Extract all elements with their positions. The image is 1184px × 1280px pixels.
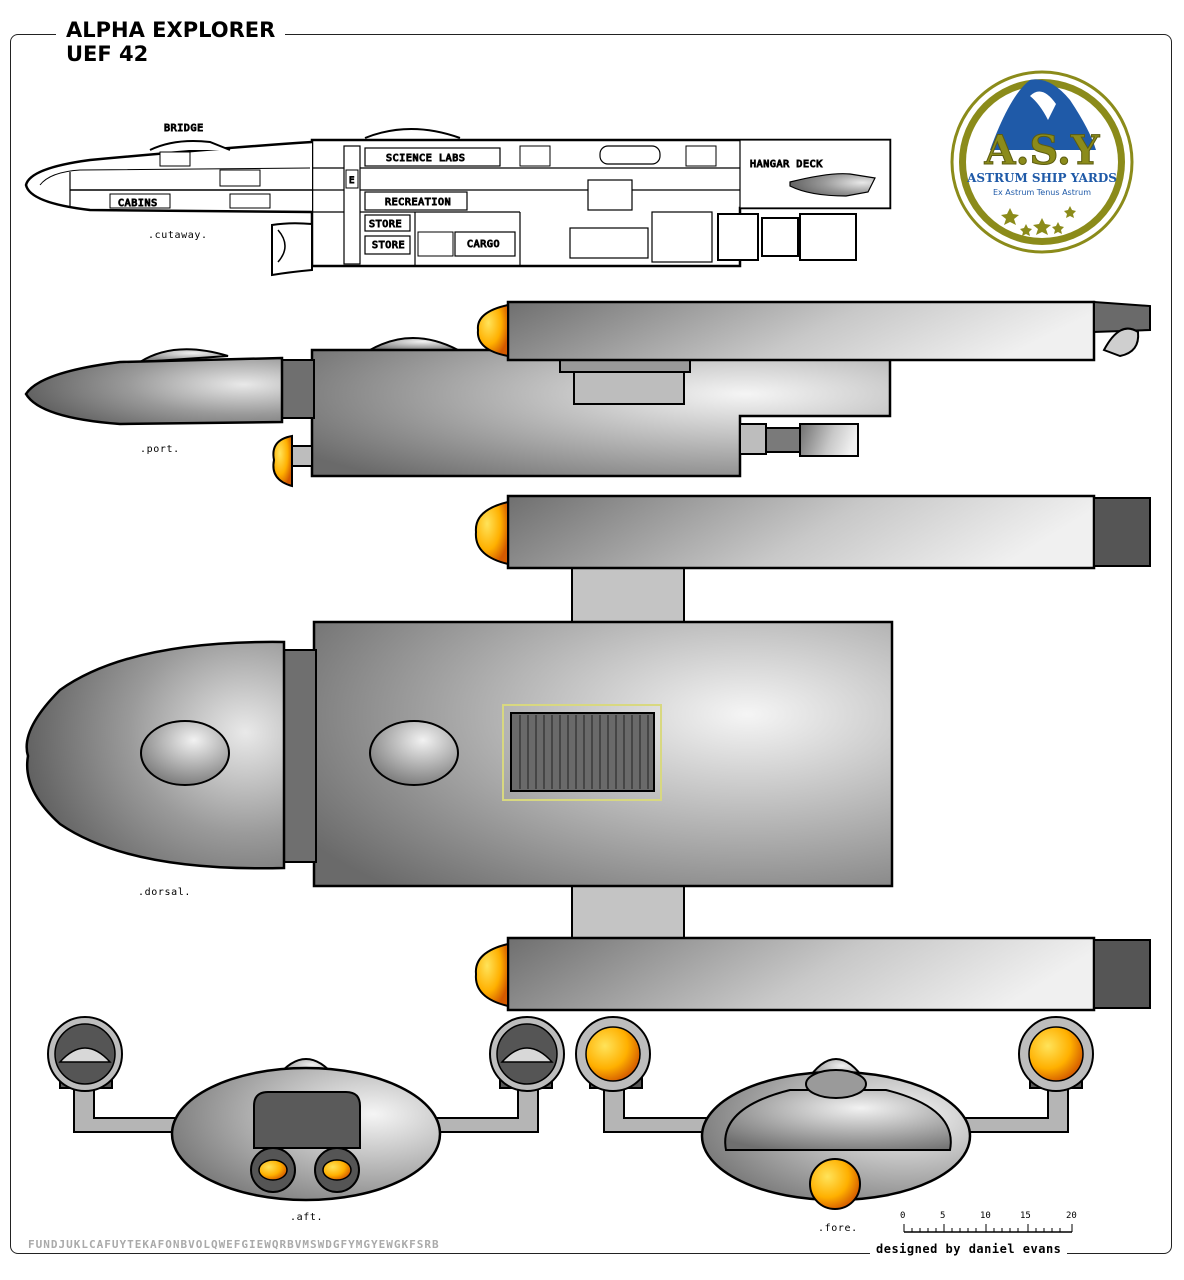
dorsal-hatch-slats xyxy=(519,715,649,789)
port-view xyxy=(24,300,1151,488)
logo-stars xyxy=(1001,206,1076,236)
fore-view xyxy=(575,1016,1094,1210)
astrum-ship-yards-logo: A.S.Y ASTRUM SHIP YARDS Ex Astrum Tenus … xyxy=(950,70,1134,254)
logo-initials: A.S.Y xyxy=(984,127,1100,174)
cutaway-label-store-lower: STORE xyxy=(372,240,405,251)
scale-tick-20: 20 xyxy=(1066,1211,1077,1221)
caption-cutaway: .cutaway. xyxy=(148,230,208,241)
cutaway-label-cargo: CARGO xyxy=(467,239,500,250)
logo-name: ASTRUM SHIP YARDS xyxy=(966,171,1117,185)
scale-tick-0: 0 xyxy=(900,1211,905,1221)
scale-tick-10: 10 xyxy=(980,1211,991,1221)
cutaway-label-science-labs: SCIENCE LABS xyxy=(386,153,465,164)
cutaway-label-recreation: RECREATION xyxy=(385,197,451,208)
ship-registry: UEF 42 xyxy=(66,42,149,66)
caption-aft: .aft. xyxy=(290,1212,323,1223)
drawing-frame xyxy=(10,34,1172,1254)
scale-tick-5: 5 xyxy=(940,1211,945,1221)
decorative-glyph-strip: FUNDJUKLCAFUYTEKAFONBVOLQWEFGIEWQRBVMSWD… xyxy=(28,1238,440,1251)
logo-motto: Ex Astrum Tenus Astrum xyxy=(993,188,1091,197)
cutaway-view: BRIDGE CABINS SCIENCE LABS RECREATION ST… xyxy=(24,123,892,277)
dorsal-view xyxy=(25,494,1151,1012)
scale-tick-15: 15 xyxy=(1020,1211,1031,1221)
cutaway-label-hangar-deck: HANGAR DECK xyxy=(750,159,823,170)
cutaway-label-elevator: E xyxy=(349,176,354,186)
cutaway-label-bridge: BRIDGE xyxy=(164,123,204,134)
aft-view xyxy=(47,1016,565,1202)
caption-port: .port. xyxy=(140,444,180,455)
ship-name: ALPHA EXPLORER xyxy=(66,18,276,42)
scale-bar: 0 5 10 15 20 xyxy=(900,1211,1077,1233)
cutaway-label-cabins: CABINS xyxy=(118,198,158,209)
cutaway-label-store-upper: STORE xyxy=(369,219,402,230)
caption-dorsal: .dorsal. xyxy=(138,887,191,898)
designer-signature: designed by daniel evans xyxy=(870,1242,1068,1256)
title-block: ALPHA EXPLORER UEF 42 xyxy=(56,18,286,66)
caption-fore: .fore. xyxy=(818,1223,858,1234)
